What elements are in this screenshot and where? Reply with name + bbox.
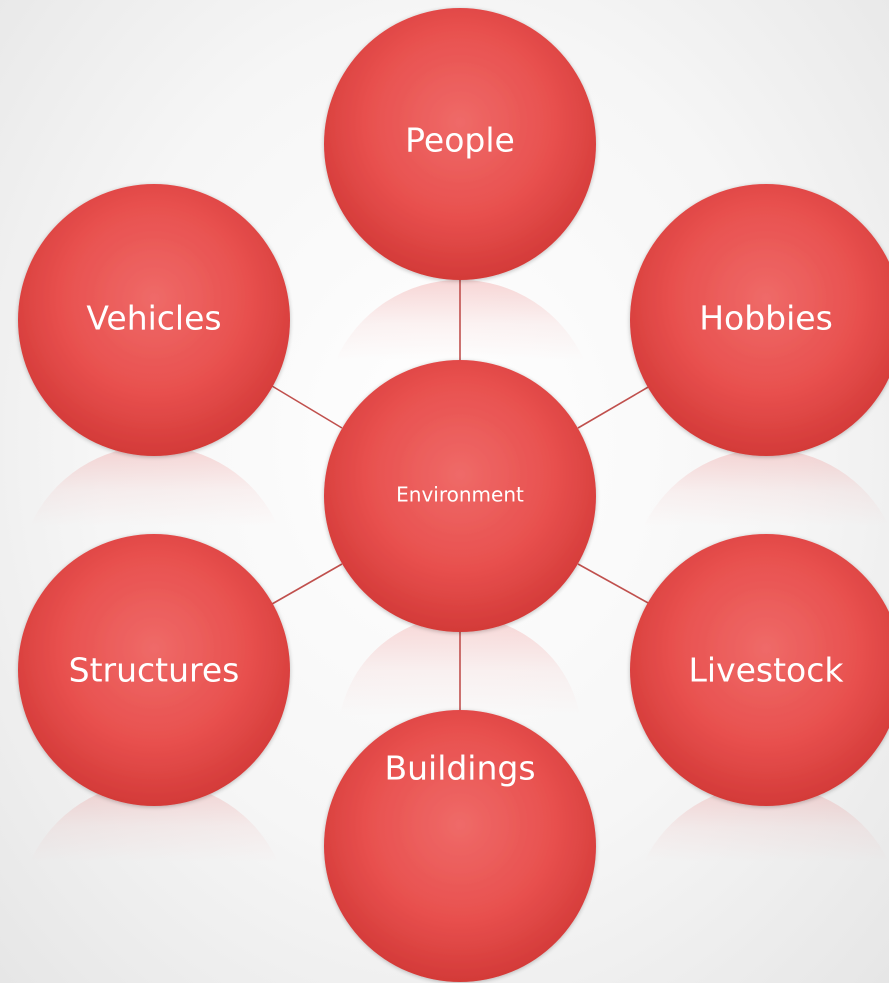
reflection-livestock bbox=[644, 785, 889, 862]
connector-structures bbox=[271, 563, 343, 605]
node-structures: Structures bbox=[18, 534, 290, 806]
connector-lines bbox=[271, 280, 651, 716]
node-center: Environment bbox=[324, 360, 596, 632]
reflection-vehicles bbox=[30, 445, 278, 526]
node-hobbies: Hobbies bbox=[630, 184, 889, 456]
node-livestock: Livestock bbox=[630, 534, 889, 806]
node-buildings-label: Buildings bbox=[384, 749, 535, 788]
connector-hobbies bbox=[577, 385, 651, 429]
node-hobbies-label: Hobbies bbox=[699, 299, 833, 338]
reflection-hobbies bbox=[644, 449, 889, 526]
connector-vehicles bbox=[271, 385, 343, 429]
node-vehicles-label: Vehicles bbox=[86, 299, 221, 338]
node-center-label: Environment bbox=[396, 483, 524, 507]
connector-livestock bbox=[577, 563, 651, 605]
node-structures-label: Structures bbox=[69, 651, 240, 690]
node-people: People bbox=[324, 8, 596, 280]
node-livestock-label: Livestock bbox=[689, 651, 845, 690]
reflection-structures bbox=[30, 781, 278, 862]
node-buildings: Buildings bbox=[324, 710, 596, 982]
node-people-label: People bbox=[405, 121, 515, 160]
node-vehicles: Vehicles bbox=[18, 184, 290, 456]
